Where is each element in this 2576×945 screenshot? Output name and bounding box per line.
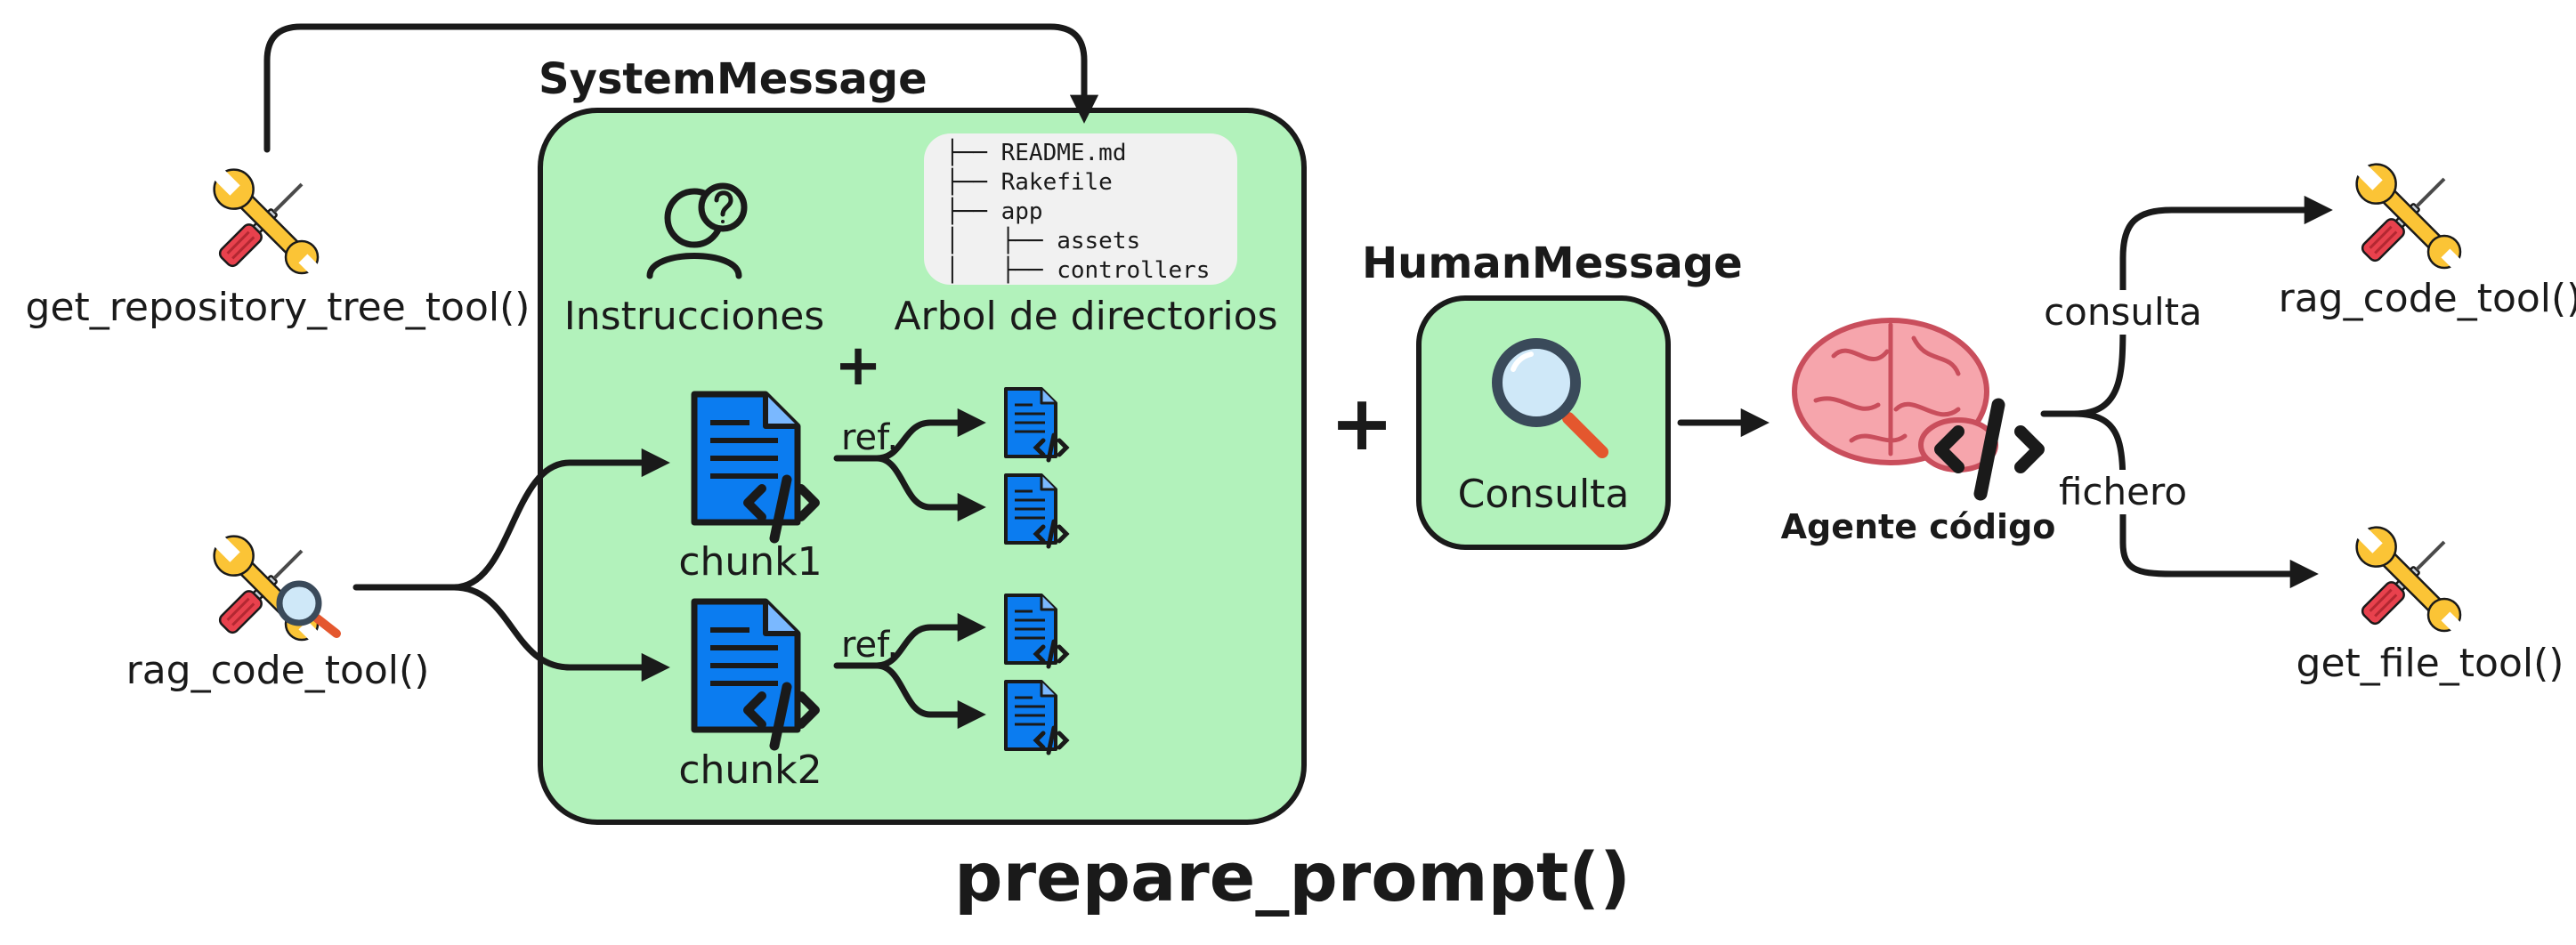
chunk2-label: chunk2 [678, 747, 822, 793]
repository-tree-tools-icon [202, 158, 333, 288]
fichero-label-bg [2047, 470, 2199, 514]
chunk1-label: chunk1 [678, 539, 822, 585]
directory-tree-lines: ├── README.md├── Rakefile├── app│ ├── as… [945, 138, 1210, 284]
chunk1-ref-arrow-b [873, 455, 986, 522]
instructions-label: Instrucciones [564, 294, 824, 339]
directory-tree-line: │ ├── assets [945, 226, 1140, 254]
rag-code-tool-right-label: rag_code_tool() [2279, 276, 2576, 321]
directory-tree-line: ├── Rakefile [945, 167, 1113, 196]
branch-query-label: consulta [2044, 290, 2202, 334]
instructions-icon [646, 182, 748, 279]
consulta-label-bg [2028, 290, 2215, 335]
directory-tree-line: ├── README.md [945, 138, 1127, 166]
query-label: Consulta [1458, 472, 1630, 517]
chunk2-ref-arrow-b [873, 662, 986, 730]
chunk1-ref-label: ref. [841, 417, 898, 458]
prepare-prompt-title: prepare_prompt() [954, 837, 1631, 917]
magnifier-icon [1492, 338, 1608, 458]
rag-left-search-icon [276, 580, 341, 638]
system-message-title: SystemMessage [539, 54, 928, 104]
human-message-title: HumanMessage [1362, 238, 1743, 288]
repository-tree-arrow [263, 23, 1099, 153]
rag-to-chunk2-arrow [450, 584, 670, 682]
agent-code-icon [1934, 398, 2045, 501]
get-file-tool-label: get_file_tool() [2297, 641, 2564, 686]
rag-code-tool-left-label: rag_code_tool() [126, 648, 430, 693]
directory-tree-line: ├── app [945, 197, 1043, 225]
directory-tree-line: │ ├── controllers [945, 255, 1210, 284]
agent-label: Agente código [1781, 507, 2056, 546]
plus-sign-human: + [1330, 379, 1394, 468]
directory-tree-label: Arbol de directorios [894, 294, 1277, 339]
rag-right-tools-icon [2345, 152, 2475, 283]
get-file-tools-icon [2345, 515, 2475, 646]
rag-to-chunk1-arrow [352, 448, 670, 591]
get-repository-tree-tool-label: get_repository_tree_tool() [26, 285, 531, 330]
plus-sign-system: + [834, 333, 882, 399]
branch-file-label: fichero [2059, 470, 2187, 513]
agent-brain-icon [1792, 318, 1998, 472]
directory-tree-box [924, 133, 1237, 285]
